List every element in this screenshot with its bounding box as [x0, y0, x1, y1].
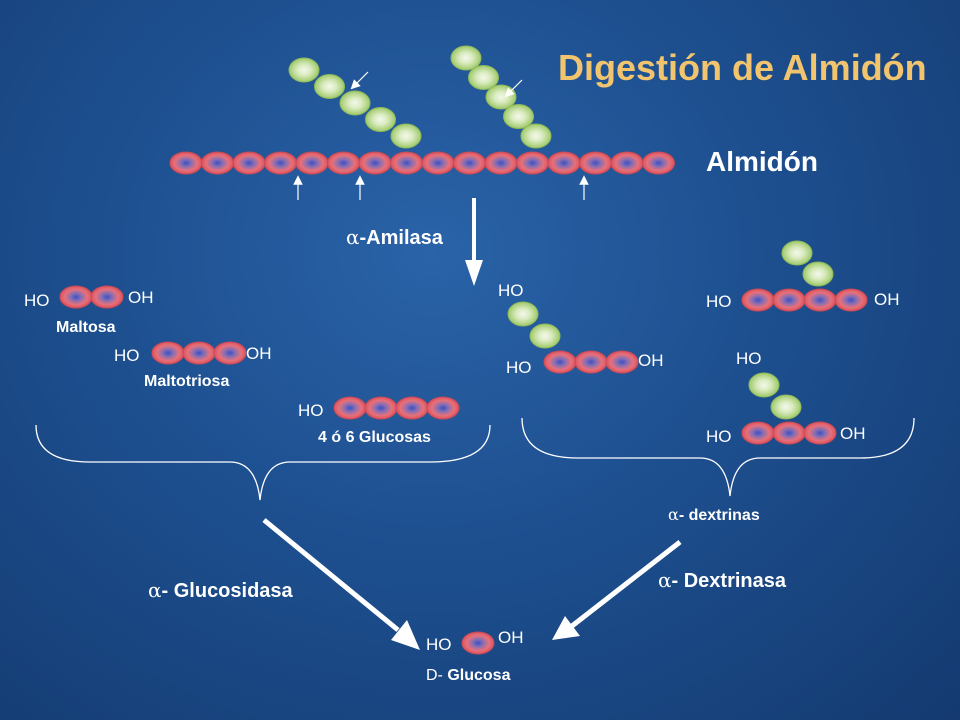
starch-molecule — [169, 45, 675, 175]
glucose-unit — [484, 151, 518, 175]
oh-label: OH — [128, 288, 154, 307]
glucose-unit — [264, 151, 297, 175]
glucosidase-arrow-icon — [262, 518, 420, 650]
glucose-unit — [642, 151, 675, 175]
amylase-arrow-icon — [465, 198, 483, 286]
glucose-label: D- Glucosa — [426, 667, 511, 684]
glucose-unit — [834, 288, 868, 312]
alpha-symbol: α — [346, 225, 360, 249]
ho-label: HO — [706, 292, 732, 311]
glucose-unit — [421, 151, 455, 175]
oh-label: OH — [498, 628, 524, 647]
ho-label: HO — [426, 635, 452, 654]
starch-branch — [288, 57, 422, 149]
maltotriose-label: Maltotriosa — [144, 373, 230, 390]
ho-label: HO — [24, 291, 50, 310]
branch-glucose-unit — [450, 45, 482, 71]
glucose-unit — [803, 288, 837, 312]
starch-main-chain — [169, 151, 675, 175]
branch-glucose-unit — [339, 90, 371, 116]
glucose-unit — [741, 288, 775, 312]
oh-label: OH — [246, 344, 272, 363]
dextrin-molecule — [507, 301, 639, 374]
glucose-unit — [333, 396, 367, 420]
amylase-label: α-Amilasa — [346, 225, 443, 249]
glucose-unit — [605, 350, 639, 374]
glucose-unit — [327, 151, 360, 175]
branch-glucose-unit — [390, 123, 422, 149]
maltose-label: Maltosa — [56, 319, 116, 336]
glucose-unit — [547, 151, 581, 175]
branch-glucose-unit — [529, 323, 561, 349]
maltose-molecule — [59, 285, 124, 309]
maltotriose-molecule — [151, 341, 247, 365]
glucose-unit — [610, 151, 644, 175]
branch-glucose-unit — [781, 240, 813, 266]
glucose-unit — [201, 151, 234, 175]
glucose-unit — [461, 631, 495, 655]
branch-glucose-unit — [802, 261, 834, 287]
glucose-unit — [295, 151, 329, 175]
dextrin-molecule — [741, 240, 868, 312]
cleavage-arrow-icon — [350, 71, 369, 90]
glucose-unit — [395, 396, 429, 420]
glucose-unit — [543, 350, 577, 374]
oligosaccharide-molecule — [333, 396, 460, 420]
glucose-unit — [59, 285, 93, 309]
dextrinase-label: α- Dextrinasa — [658, 568, 787, 592]
glucose-unit — [803, 421, 837, 445]
branch-glucose-unit — [314, 74, 345, 99]
glucose-unit — [574, 350, 608, 374]
starch-label: Almidón — [706, 146, 818, 177]
glucose-unit — [169, 151, 203, 175]
glucose-unit — [390, 151, 423, 175]
glucose-unit — [741, 421, 775, 445]
branch-glucose-unit — [288, 57, 320, 83]
oh-label: OH — [840, 424, 866, 443]
branch-glucose-unit — [507, 301, 539, 327]
glucosidase-label: α- Glucosidasa — [148, 578, 293, 602]
branch-glucose-unit — [503, 104, 534, 129]
branch-glucose-unit — [770, 394, 802, 420]
left-brace-icon — [35, 424, 491, 501]
glucose-unit — [90, 285, 124, 309]
branch-glucose-unit — [748, 372, 780, 398]
branch-glucose-unit — [365, 107, 396, 132]
dextrins-label: α- dextrinas — [668, 505, 760, 524]
dextrin-molecule — [741, 372, 837, 445]
glucose-molecule — [461, 631, 495, 655]
glucose-unit — [213, 341, 247, 365]
ho-label: HO — [736, 349, 762, 368]
page-title: Digestión de Almidón — [558, 47, 927, 88]
glucose-unit — [516, 151, 549, 175]
glucose-unit — [364, 396, 398, 420]
ho-label: HO — [498, 281, 524, 300]
ho-label: HO — [506, 358, 532, 377]
glucose-unit — [151, 341, 185, 365]
right-brace-icon — [521, 417, 915, 497]
oh-label: OH — [638, 351, 664, 370]
oligosaccharide-label: 4 ó 6 Glucosas — [318, 429, 431, 446]
ho-label: HO — [114, 346, 140, 365]
oh-label: OH — [874, 290, 900, 309]
glucose-unit — [426, 396, 460, 420]
glucose-unit — [232, 151, 266, 175]
glucose-unit — [772, 288, 806, 312]
dextrinase-arrow-icon — [552, 540, 682, 640]
cleavage-arrow-icon — [504, 79, 523, 98]
cleavage-arrows — [293, 71, 589, 200]
branch-glucose-unit — [468, 65, 499, 90]
glucose-unit — [358, 151, 392, 175]
glucose-unit — [453, 151, 486, 175]
ho-label: HO — [706, 427, 732, 446]
branch-glucose-unit — [520, 123, 552, 149]
starch-branch — [450, 45, 552, 149]
glucose-unit — [579, 151, 612, 175]
glucose-unit — [772, 421, 806, 445]
glucose-unit — [182, 341, 216, 365]
ho-label: HO — [298, 401, 324, 420]
